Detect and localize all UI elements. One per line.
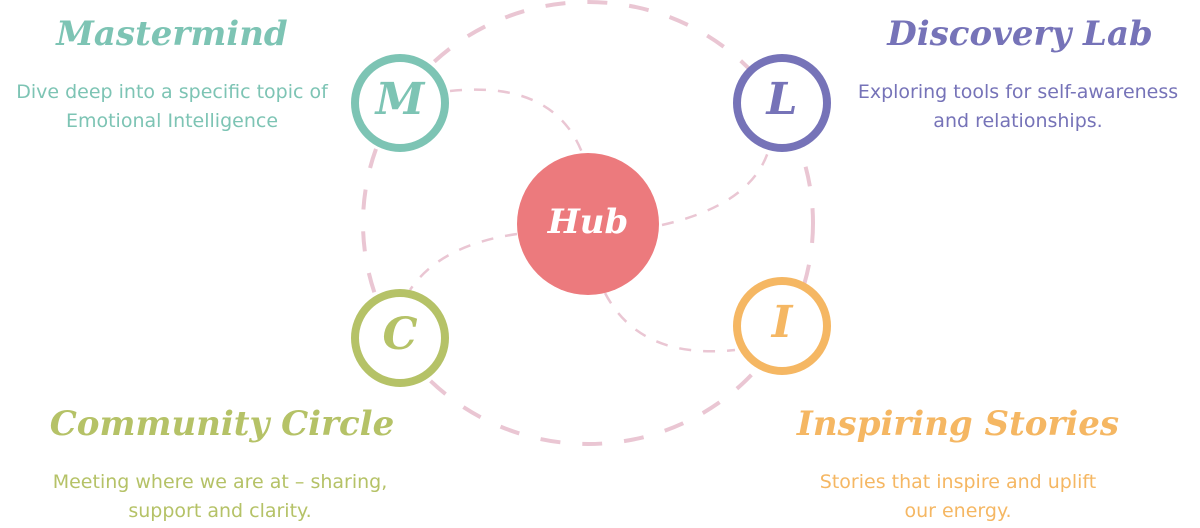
inspiring-description: Stories that inspire and uplift our ener… <box>780 468 1136 526</box>
mastermind-title: Mastermind <box>56 14 288 54</box>
mastermind-node[interactable] <box>351 54 449 152</box>
discovery-description: Exploring tools for self-awareness and r… <box>830 78 1200 136</box>
connector-mastermind-hub <box>449 88 585 156</box>
hub-node[interactable] <box>517 153 659 295</box>
inspiring-desc-line2: our energy. <box>904 500 1012 522</box>
discovery-desc-line1: Exploring tools for self-awareness <box>857 81 1179 103</box>
mastermind-desc-line1: Dive deep into a specific topic of <box>16 81 328 103</box>
discovery-title: Discovery Lab <box>887 14 1153 54</box>
inspiring-letter: I <box>771 297 793 348</box>
community-description: Meeting where we are at – sharing, suppo… <box>20 468 420 526</box>
community-letter: C <box>382 309 418 360</box>
hub-label: Hub <box>547 202 629 242</box>
connector-hub-discovery <box>661 151 770 227</box>
discovery-node[interactable] <box>733 54 831 152</box>
inspiring-desc-line1: Stories that inspire and uplift <box>819 471 1097 493</box>
inspiring-node[interactable] <box>733 277 831 375</box>
discovery-letter: L <box>766 74 798 125</box>
inspiring-title: Inspiring Stories <box>796 404 1120 444</box>
mastermind-description: Dive deep into a specific topic of Emoti… <box>0 78 354 136</box>
mastermind-desc-line2: Emotional Intelligence <box>65 110 279 132</box>
outer-loop-connector <box>361 0 815 446</box>
community-title: Community Circle <box>49 404 395 444</box>
discovery-desc-line2: and relationships. <box>933 110 1103 132</box>
community-desc-line1: Meeting where we are at – sharing, <box>52 471 388 493</box>
community-node[interactable] <box>351 289 449 387</box>
connector-hub-inspiring <box>603 292 736 353</box>
community-desc-line2: support and clarity. <box>128 500 312 522</box>
mastermind-letter: M <box>375 74 425 125</box>
connector-hub-community <box>408 232 518 291</box>
